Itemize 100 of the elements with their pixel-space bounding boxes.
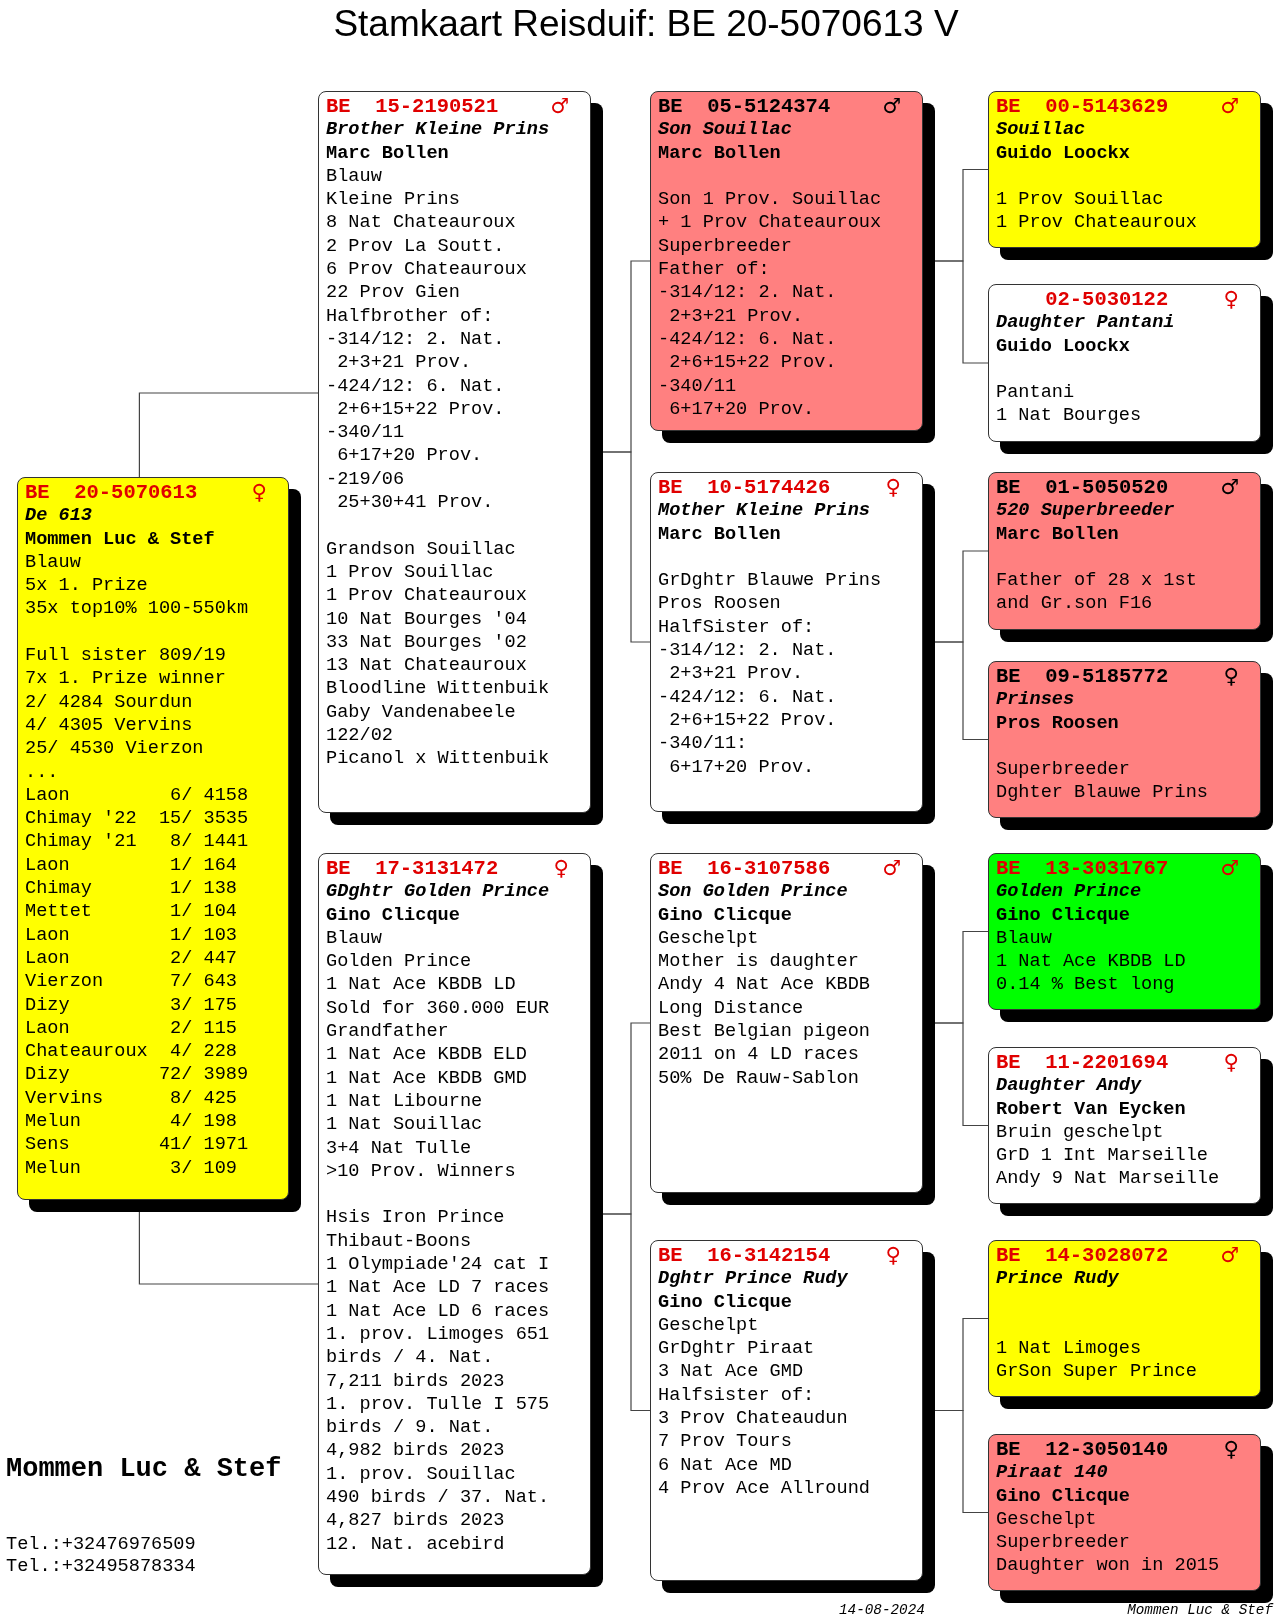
- pedigree-note: 3 Nat Ace GMD: [658, 1360, 804, 1384]
- race-name: Dizy: [25, 993, 70, 1017]
- pedigree-note: 1 Nat Ace KBDB LD: [996, 950, 1186, 974]
- ring-number: BE 12-3050140: [996, 1438, 1169, 1462]
- connector-line: [602, 1213, 651, 1412]
- pedigree-note: -340/11:: [658, 732, 748, 756]
- pedigree-note: Blauw: [326, 164, 382, 189]
- pedigree-note: Golden Prince: [326, 950, 472, 974]
- race-name: Laon: [25, 923, 70, 947]
- pedigree-note: -340/11: [326, 421, 405, 445]
- race-rank: 4/: [170, 1110, 193, 1134]
- race-name: Chimay '21: [25, 830, 137, 854]
- pedigree-note: Thibaut-Boons: [326, 1229, 472, 1254]
- owner-name: Gino Clicque: [658, 903, 792, 927]
- footer-text: Mommen Luc & Stef: [1127, 1602, 1273, 1618]
- pedigree-note: 1 Nat Ace KBDB LD: [326, 973, 516, 997]
- pedigree-note: birds / 4. Nat.: [326, 1346, 494, 1370]
- phone-number: Tel.:+32476976509: [6, 1534, 196, 1556]
- pedigree-note: Daughter won in 2015: [996, 1554, 1220, 1578]
- pedigree-note: 1 Nat Limoges: [996, 1337, 1142, 1361]
- pedigree-note: 7,211 birds 2023: [326, 1369, 505, 1393]
- pedigree-note: 7x 1. Prize winner: [25, 667, 226, 691]
- pedigree-note: 2+6+15+22 Prov.: [668, 708, 837, 733]
- ring-number: BE 14-3028072: [996, 1244, 1169, 1268]
- pedigree-note: Grandfather: [326, 1020, 449, 1044]
- pedigree-note: 1 Nat Ace LD 6 races: [326, 1299, 550, 1323]
- race-name: Sens: [25, 1133, 70, 1157]
- pedigree-note: 3+4 Nat Tulle: [326, 1136, 472, 1160]
- race-rank: 1/: [170, 900, 193, 924]
- pedigree-card: [988, 1434, 1273, 1603]
- race-rank: 2/: [170, 946, 193, 971]
- pigeon-name: Prinses: [996, 688, 1075, 712]
- pedigree-note: Geschelpt: [996, 1507, 1097, 1532]
- race-entries: 115: [203, 1016, 237, 1041]
- pedigree-note: 1 Olympiade'24 cat I: [326, 1253, 550, 1277]
- ring-number: BE 16-3107586: [658, 857, 831, 881]
- pedigree-note: 1. prov. Tulle I 575: [326, 1392, 550, 1417]
- pedigree-note: 6+17+20 Prov.: [668, 397, 815, 422]
- race-rank: 8/: [170, 1086, 193, 1110]
- race-rank: 3/: [170, 1156, 193, 1180]
- pedigree-note: Mother is daughter: [658, 950, 859, 974]
- pigeon-name: Daughter Andy: [996, 1074, 1142, 1098]
- pedigree-card: [17, 477, 301, 1212]
- race-name: Chimay: [25, 877, 92, 901]
- race-entries: 164: [203, 853, 237, 878]
- race-name: Laon: [25, 783, 70, 808]
- pedigree-note: Gaby Vandenabeele: [326, 700, 516, 724]
- ring-number: BE 05-5124374: [658, 95, 831, 119]
- race-rank: 7/: [170, 970, 193, 994]
- race-name: Laon: [25, 1016, 70, 1041]
- pedigree-note: 1. prov. Souillac: [326, 1462, 516, 1486]
- pedigree-note: Blauw: [996, 926, 1052, 951]
- pedigree-note: 8 Nat Chateauroux: [326, 211, 516, 235]
- pigeon-name: Daughter Pantani: [996, 311, 1175, 335]
- pedigree-note: 1 Nat Souillac: [326, 1113, 483, 1137]
- pedigree-note: Superbreeder: [996, 1531, 1130, 1555]
- pedigree-note: 33 Nat Bourges '02: [326, 630, 527, 655]
- pedigree-note: Full sister 809/19: [25, 644, 226, 668]
- pedigree-note: Halfsister of:: [658, 1383, 815, 1408]
- connector-line: [934, 1022, 989, 1127]
- pedigree-note: 25/ 4530 Vierzon: [25, 737, 204, 761]
- pedigree-note: 2+6+15+22 Prov.: [668, 351, 837, 375]
- ring-number: BE 17-3131472: [326, 857, 499, 881]
- race-name: Dizy: [25, 1063, 70, 1087]
- race-rank: 1/: [170, 853, 193, 878]
- pedigree-note: 6 Prov Chateauroux: [326, 258, 527, 282]
- pedigree-note: Son 1 Prov. Souillac: [658, 188, 882, 212]
- pedigree-note: ...: [25, 760, 59, 784]
- title: Stamkaart Reisduif: BE 20-5070613 V: [333, 2, 959, 46]
- pedigree-note: Andy 9 Nat Marseille: [996, 1167, 1220, 1191]
- pedigree-note: 12. Nat. acebird: [326, 1532, 505, 1556]
- pedigree-note: -424/12: 6. Nat.: [326, 374, 505, 398]
- pedigree-note: 1 Prov Souillac: [326, 560, 494, 585]
- sex-symbol: ♀: [885, 1244, 901, 1268]
- pedigree-note: >10 Prov. Winners: [326, 1159, 516, 1184]
- race-entries: 103: [203, 923, 237, 947]
- owner-name: Marc Bollen: [658, 522, 781, 546]
- race-name: Vervins: [25, 1086, 104, 1110]
- sex-symbol: ♂: [1220, 1244, 1239, 1268]
- connector-line: [602, 451, 651, 643]
- sex-symbol: ♀: [1223, 1051, 1239, 1075]
- owner-name: Marc Bollen: [658, 141, 781, 165]
- pedigree-note: 490 birds / 37. Nat.: [326, 1486, 550, 1510]
- pedigree-note: 1 Nat Libourne: [326, 1089, 483, 1114]
- owner-name: Mommen Luc & Stef: [25, 527, 215, 551]
- race-rank: 4/: [170, 1040, 193, 1064]
- pedigree-note: Superbreeder: [658, 234, 792, 259]
- connector-line: [138, 392, 319, 478]
- pedigree-note: 0.14 % Best long: [996, 973, 1175, 997]
- pedigree-note: and Gr.son F16: [996, 592, 1153, 616]
- pedigree-note: birds / 9. Nat.: [326, 1416, 494, 1440]
- pedigree-note: 2011 on 4 LD races: [658, 1043, 859, 1067]
- pedigree-note: 1 Prov Chateauroux: [996, 211, 1197, 235]
- owner-name: Robert Van Eycken: [996, 1097, 1186, 1121]
- pedigree-note: 2 Prov La Soutt.: [326, 234, 505, 259]
- pedigree-note: -424/12: 6. Nat.: [658, 685, 837, 709]
- pedigree-note: Blauw: [326, 926, 382, 951]
- pedigree-note: 4 Prov Ace Allround: [658, 1476, 870, 1501]
- pedigree-note: 35x top10% 100-550km: [25, 597, 249, 621]
- sex-symbol: ♀: [885, 476, 901, 500]
